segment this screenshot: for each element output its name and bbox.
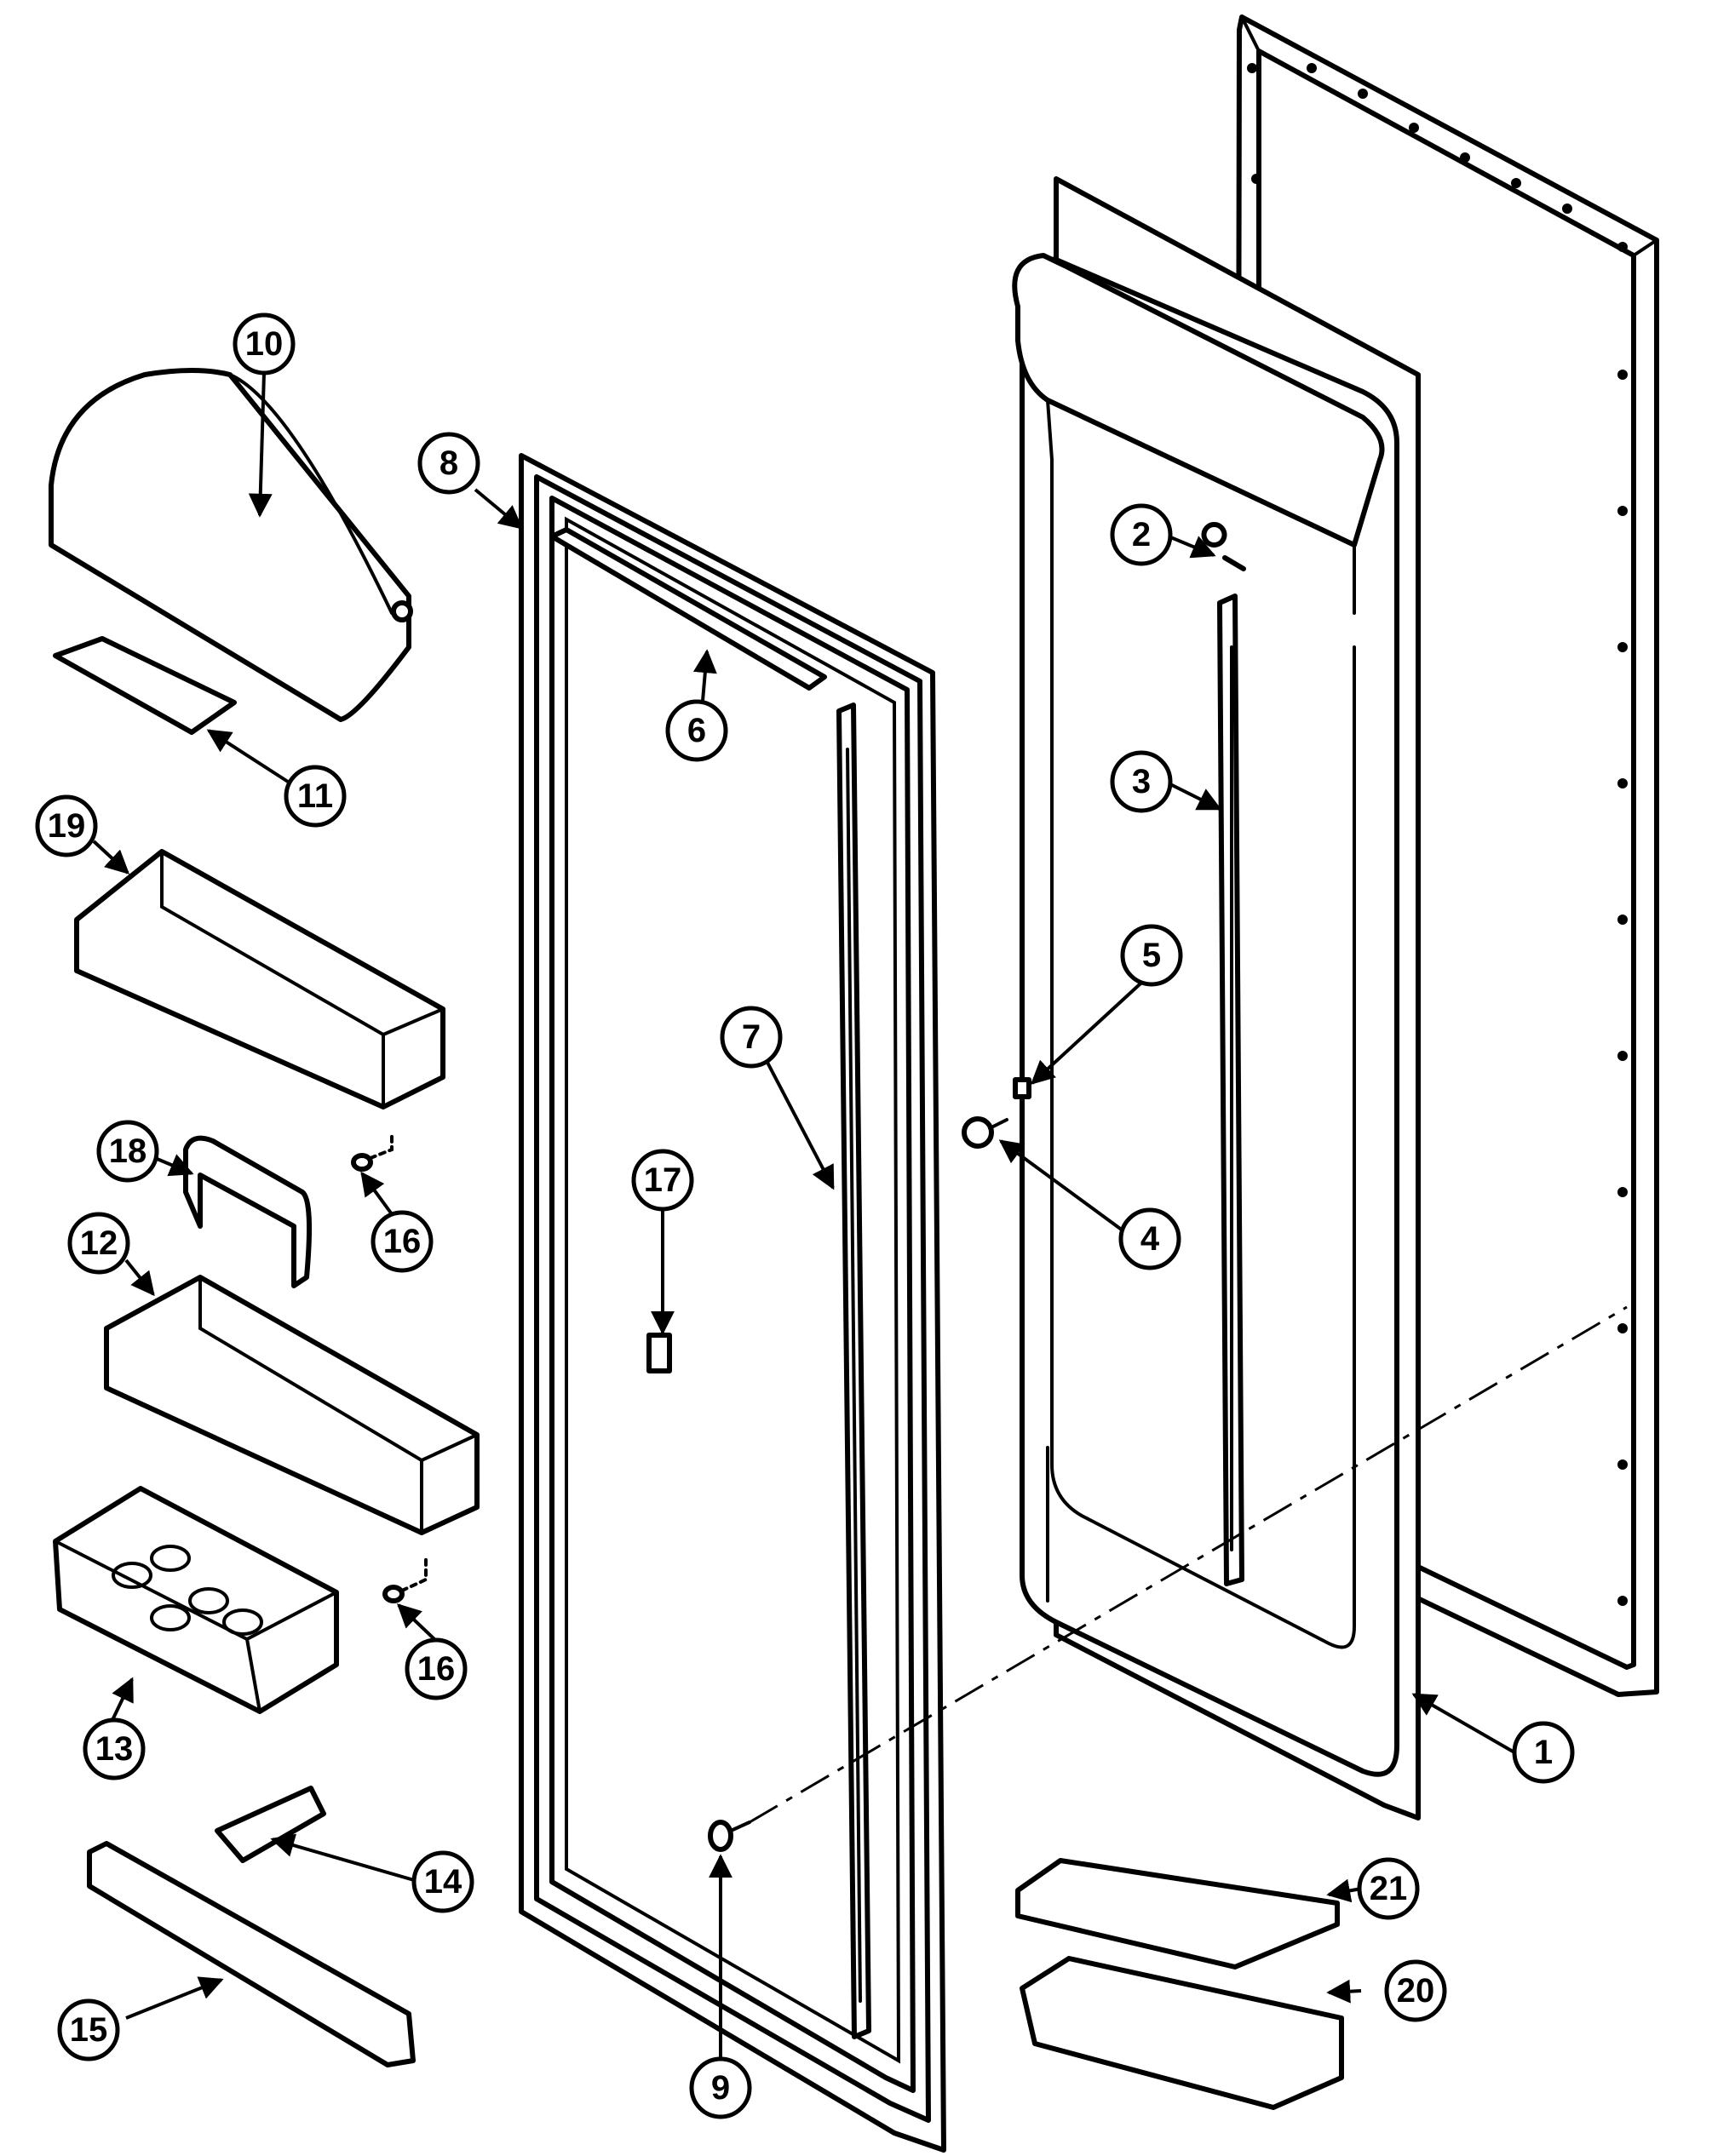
door-bin-lower	[104, 1275, 480, 1535]
vertical-shelf-track	[836, 702, 871, 2039]
svg-text:5: 5	[1142, 937, 1161, 974]
bin-bracket	[183, 1135, 313, 1288]
leader-lines	[92, 372, 1515, 2059]
bottom-trim	[87, 1841, 416, 2067]
storage-container	[1020, 1956, 1344, 2110]
svg-text:18: 18	[109, 1132, 147, 1170]
callout-15: 15	[57, 1998, 120, 2061]
svg-text:3: 3	[1132, 763, 1151, 800]
bin-screw-upper	[351, 1131, 394, 1172]
svg-text:16: 16	[383, 1223, 422, 1260]
door-inner-liner	[1012, 176, 1421, 1821]
alignment-line	[749, 1305, 1628, 1824]
callout-16-lower: 16	[405, 1637, 468, 1700]
callout-19: 19	[35, 794, 98, 857]
egg-tray	[53, 1486, 339, 1714]
callout-3: 3	[1110, 750, 1173, 813]
shelf-support-rail	[1217, 593, 1244, 1586]
svg-text:14: 14	[424, 1863, 462, 1901]
svg-text:8: 8	[439, 444, 458, 482]
svg-text:15: 15	[70, 2011, 108, 2049]
callout-17: 17	[631, 1149, 694, 1212]
svg-text:19: 19	[48, 807, 86, 845]
door-bin-upper	[74, 849, 445, 1110]
screw-and-clip	[962, 1077, 1031, 1149]
callout-5: 5	[1120, 924, 1183, 987]
svg-text:2: 2	[1132, 516, 1151, 553]
svg-text:17: 17	[644, 1161, 682, 1199]
callout-2: 2	[1110, 503, 1173, 566]
callout-7: 7	[720, 1006, 783, 1069]
screw	[708, 1820, 751, 1852]
svg-text:4: 4	[1140, 1220, 1160, 1258]
container-lid	[1015, 1858, 1340, 1970]
callout-11: 11	[284, 765, 347, 828]
bin-handle	[215, 1786, 326, 1863]
hinge-clip	[646, 1333, 672, 1373]
svg-text:20: 20	[1397, 1972, 1435, 2010]
dairy-tray	[53, 636, 237, 735]
callout-9: 9	[689, 2056, 752, 2119]
callout-10: 10	[233, 313, 296, 376]
callout-20: 20	[1384, 1959, 1447, 2022]
top-trim-strip	[549, 527, 827, 691]
callout-16-upper: 16	[371, 1210, 434, 1273]
svg-text:12: 12	[80, 1224, 118, 1262]
callout-12: 12	[67, 1212, 130, 1275]
svg-text:9: 9	[711, 2069, 730, 2107]
svg-text:11: 11	[297, 777, 333, 815]
bin-screw-lower	[382, 1557, 428, 1603]
callout-13: 13	[83, 1717, 146, 1780]
callout-18: 18	[96, 1120, 159, 1183]
callout-6: 6	[665, 699, 728, 762]
callout-1: 1	[1512, 1721, 1575, 1784]
callout-21: 21	[1357, 1857, 1420, 1920]
callout-4: 4	[1118, 1207, 1181, 1270]
svg-text:7: 7	[742, 1018, 761, 1056]
svg-text:21: 21	[1370, 1870, 1408, 1907]
svg-text:6: 6	[687, 712, 706, 749]
svg-text:10: 10	[245, 325, 284, 363]
callout-8: 8	[417, 432, 480, 495]
dairy-compartment-door	[49, 368, 413, 722]
callout-14: 14	[411, 1850, 474, 1913]
svg-text:13: 13	[95, 1730, 134, 1768]
door-gasket	[519, 453, 946, 2153]
svg-text:16: 16	[417, 1650, 456, 1688]
svg-text:1: 1	[1534, 1734, 1553, 1771]
